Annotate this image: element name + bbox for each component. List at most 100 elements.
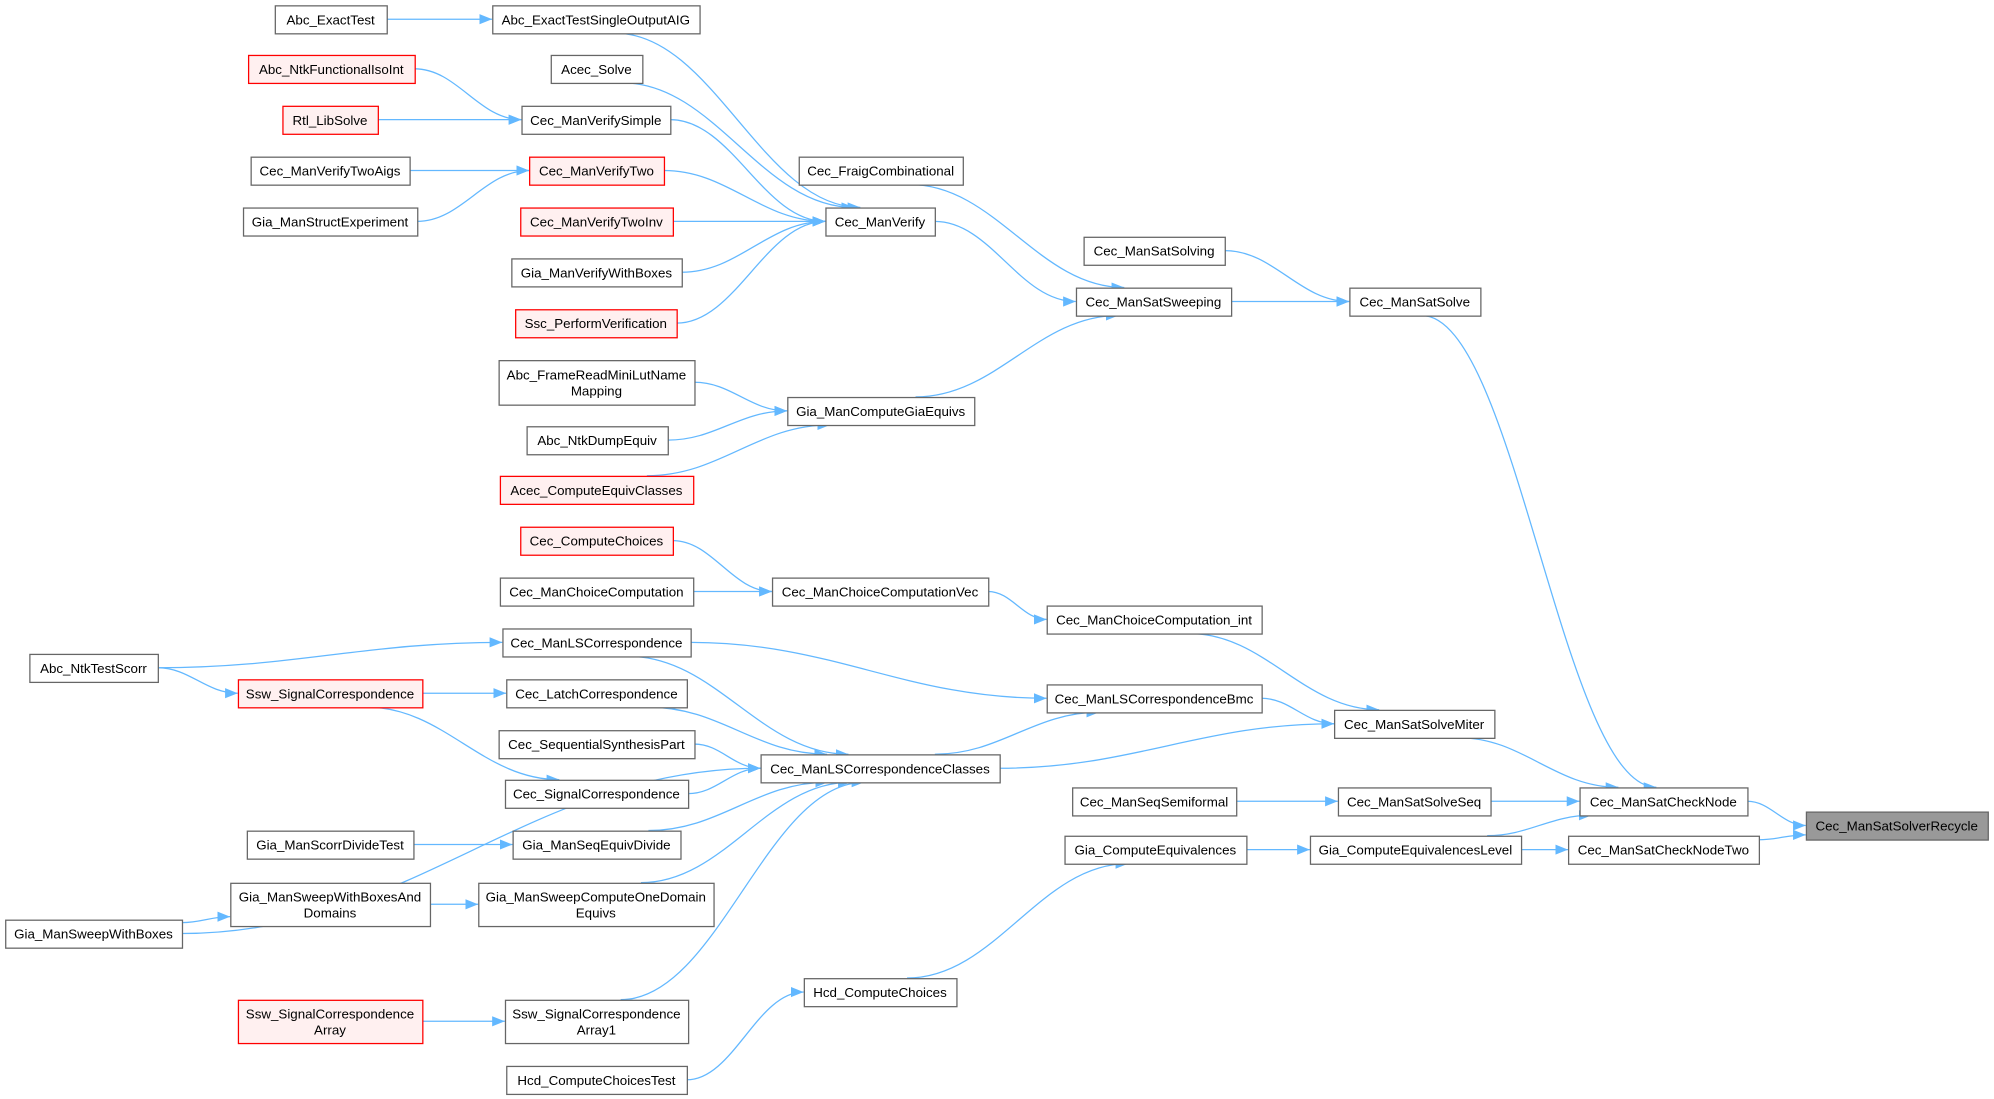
node-label: Gia_ManComputeGiaEquivs — [796, 404, 965, 419]
node-label: Gia_ManSweepComputeOneDomain — [486, 889, 706, 904]
node-gia-manstructexperiment[interactable]: Gia_ManStructExperiment — [242, 207, 419, 237]
node-gia-manverifywithboxes[interactable]: Gia_ManVerifyWithBoxes — [511, 258, 683, 288]
node-gia-manscorrdividetest[interactable]: Gia_ManScorrDivideTest — [246, 830, 415, 860]
node-hcd-computechoicestest[interactable]: Hcd_ComputeChoicesTest — [506, 1065, 688, 1096]
node-cec-manchoicecomputationvec[interactable]: Cec_ManChoiceComputationVec — [771, 577, 990, 607]
node-box — [511, 258, 683, 288]
node-label: Gia_ComputeEquivalences — [1074, 843, 1236, 858]
node-abc-ntkfunctionalisoint[interactable]: Abc_NtkFunctionalIsoInt — [247, 54, 416, 85]
node-label: Abc_NtkTestScorr — [40, 661, 147, 676]
node-cec-latchcorrespondence[interactable]: Cec_LatchCorrespondence — [506, 679, 688, 709]
node-abc-ntktestscorr[interactable]: Abc_NtkTestScorr — [29, 653, 159, 684]
node-label: Cec_ManLSCorrespondenceClasses — [770, 761, 990, 776]
node-cec-mansatsolvemiter[interactable]: Cec_ManSatSolveMiter — [1333, 709, 1496, 739]
node-label: Cec_ManSatCheckNodeTwo — [1578, 843, 1749, 858]
node-cec-mansatsolverrecycle[interactable]: Cec_ManSatSolverRecycle — [1805, 811, 1989, 841]
node-label: Acec_ComputeEquivClasses — [510, 483, 682, 498]
node-ssc-performverification[interactable]: Ssc_PerformVerification — [515, 309, 678, 339]
node-acec-solve[interactable]: Acec_Solve — [550, 54, 644, 85]
node-gia-computeequivalenceslevel[interactable]: Gia_ComputeEquivalencesLevel — [1309, 835, 1523, 865]
call-edge-abc-ntkfunctionalisoint-to-cec-manverifysimple — [414, 68, 522, 125]
node-cec-sequentialsynthesispart[interactable]: Cec_SequentialSynthesisPart — [498, 730, 696, 760]
call-edge-gia-manstructexperiment-to-cec-manverifytwo — [417, 165, 530, 223]
call-edge-cec-mansatchecknodetwo-to-cec-mansatsolverrecycle — [1758, 829, 1806, 841]
node-cec-manlscorrespondenceclasses[interactable]: Cec_ManLSCorrespondenceClasses — [760, 754, 1001, 784]
node-cec-manverifytwoaigs[interactable]: Cec_ManVerifyTwoAigs — [250, 156, 411, 186]
node-rtl-libsolve[interactable]: Rtl_LibSolve — [282, 105, 379, 135]
node-abc-exacttest[interactable]: Abc_ExactTest — [274, 5, 388, 35]
node-cec-manlscorrespondencebmc[interactable]: Cec_ManLSCorrespondenceBmc — [1046, 684, 1263, 714]
call-edge-abc-ntkdumpequiv-to-gia-mancomputegiaequivs — [667, 405, 788, 441]
node-cec-manseqsemiformal[interactable]: Cec_ManSeqSemiformal — [1072, 787, 1238, 817]
node-box — [5, 919, 184, 949]
node-label: Cec_FraigCombinational — [807, 164, 954, 179]
node-box — [29, 653, 159, 684]
node-box — [798, 156, 964, 186]
node-label: Cec_ManSatSolve — [1359, 295, 1470, 310]
node-cec-mansatchecknodetwo[interactable]: Cec_ManSatCheckNodeTwo — [1567, 835, 1761, 865]
node-box — [526, 426, 669, 456]
node-gia-mancomputegiaequivs[interactable]: Gia_ManComputeGiaEquivs — [787, 396, 976, 427]
node-cec-mansatsolving[interactable]: Cec_ManSatSolving — [1083, 236, 1226, 266]
node-label: Equivs — [576, 905, 616, 920]
node-hcd-computechoices[interactable]: Hcd_ComputeChoices — [803, 978, 958, 1008]
node-cec-fraigcombinational[interactable]: Cec_FraigCombinational — [798, 156, 964, 186]
node-label: Gia_ManScorrDivideTest — [256, 838, 404, 853]
node-label: Abc_NtkFunctionalIsoInt — [259, 62, 404, 77]
node-box — [478, 882, 715, 928]
node-cec-manverifytwo[interactable]: Cec_ManVerifyTwo — [529, 156, 666, 186]
node-abc-ntkdumpequiv[interactable]: Abc_NtkDumpEquiv — [526, 426, 669, 456]
node-cec-manverifytwoinv[interactable]: Cec_ManVerifyTwoInv — [520, 207, 674, 237]
call-edge-cec-mansatsolve-to-cec-mansatchecknode — [1421, 314, 1657, 793]
node-box — [760, 754, 1001, 784]
node-cec-mansatsweeping[interactable]: Cec_ManSatSweeping — [1075, 287, 1233, 317]
node-label: Cec_ManChoiceComputationVec — [782, 585, 979, 600]
node-gia-mansweepwithboxes[interactable]: Gia_ManSweepWithBoxes — [5, 919, 184, 949]
node-label: Cec_ManLSCorrespondenceBmc — [1055, 691, 1254, 706]
node-box — [1805, 811, 1989, 841]
node-cec-signalcorrespondence[interactable]: Cec_SignalCorrespondence — [504, 779, 690, 809]
node-cec-manverify[interactable]: Cec_ManVerify — [825, 207, 936, 237]
call-edge-gia-mansweepwithboxes-to-gia-mansweepwithboxesanddomains — [181, 911, 231, 924]
call-edge-cec-sequentialsynthesispart-to-cec-manlscorrespondenceclasses — [694, 743, 761, 774]
node-label: Domains — [304, 905, 357, 920]
node-label: Cec_ManSatSolverRecycle — [1816, 819, 1978, 834]
node-cec-computechoices[interactable]: Cec_ComputeChoices — [520, 526, 674, 556]
call-edge-cec-latchcorrespondence-to-cec-manlscorrespondenceclasses — [649, 706, 828, 760]
node-label: Gia_ComputeEquivalencesLevel — [1319, 843, 1513, 858]
call-edge-cec-manlscorrespondenceclasses-to-cec-manlscorrespondencebmc — [934, 707, 1100, 755]
node-cec-mansatchecknode[interactable]: Cec_ManSatCheckNode — [1579, 787, 1749, 817]
node-box — [274, 5, 388, 35]
node-abc-exacttestsingleoutputaig[interactable]: Abc_ExactTestSingleOutputAIG — [492, 5, 701, 35]
node-box — [250, 156, 411, 186]
node-ssw-signalcorrespondence[interactable]: Ssw_SignalCorrespondence — [237, 679, 424, 709]
node-label: Cec_ManVerifyTwoInv — [530, 214, 663, 229]
node-gia-computeequivalences[interactable]: Gia_ComputeEquivalences — [1064, 835, 1248, 865]
call-edge-gia-manseqequivdivide-to-cec-manlscorrespondenceclasses — [648, 777, 829, 832]
node-cec-manchoicecomputation-int[interactable]: Cec_ManChoiceComputation_int — [1046, 605, 1263, 635]
node-acec-computeequivclasses[interactable]: Acec_ComputeEquivClasses — [499, 475, 695, 505]
node-label: Cec_ManChoiceComputation — [509, 585, 683, 600]
call-edge-gia-mansweepcomputeonedomainequivs-to-cec-manlscorrespondenceclasses — [640, 777, 851, 884]
node-cec-mansatsolve[interactable]: Cec_ManSatSolve — [1349, 287, 1482, 317]
node-label: Gia_ManVerifyWithBoxes — [521, 265, 673, 280]
node-box — [237, 999, 424, 1045]
node-box — [506, 1065, 688, 1096]
node-cec-mansatsolveseq[interactable]: Cec_ManSatSolveSeq — [1337, 787, 1492, 817]
call-edge-abc-ntktestscorr-to-cec-manlscorrespondence — [157, 637, 503, 669]
node-cec-manlscorrespondence[interactable]: Cec_ManLSCorrespondence — [502, 628, 692, 658]
node-label: Gia_ManStructExperiment — [252, 214, 409, 229]
node-label: Cec_ManLSCorrespondence — [510, 635, 682, 650]
node-label: Abc_ExactTestSingleOutputAIG — [502, 12, 690, 27]
node-box — [237, 679, 424, 709]
node-label: Abc_ExactTest — [287, 12, 376, 27]
node-gia-manseqequivdivide[interactable]: Gia_ManSeqEquivDivide — [512, 830, 682, 860]
node-cec-manverifysimple[interactable]: Cec_ManVerifySimple — [521, 105, 672, 135]
node-cec-manchoicecomputation[interactable]: Cec_ManChoiceComputation — [499, 577, 695, 607]
node-label: Abc_FrameReadMiniLutName — [507, 367, 686, 382]
